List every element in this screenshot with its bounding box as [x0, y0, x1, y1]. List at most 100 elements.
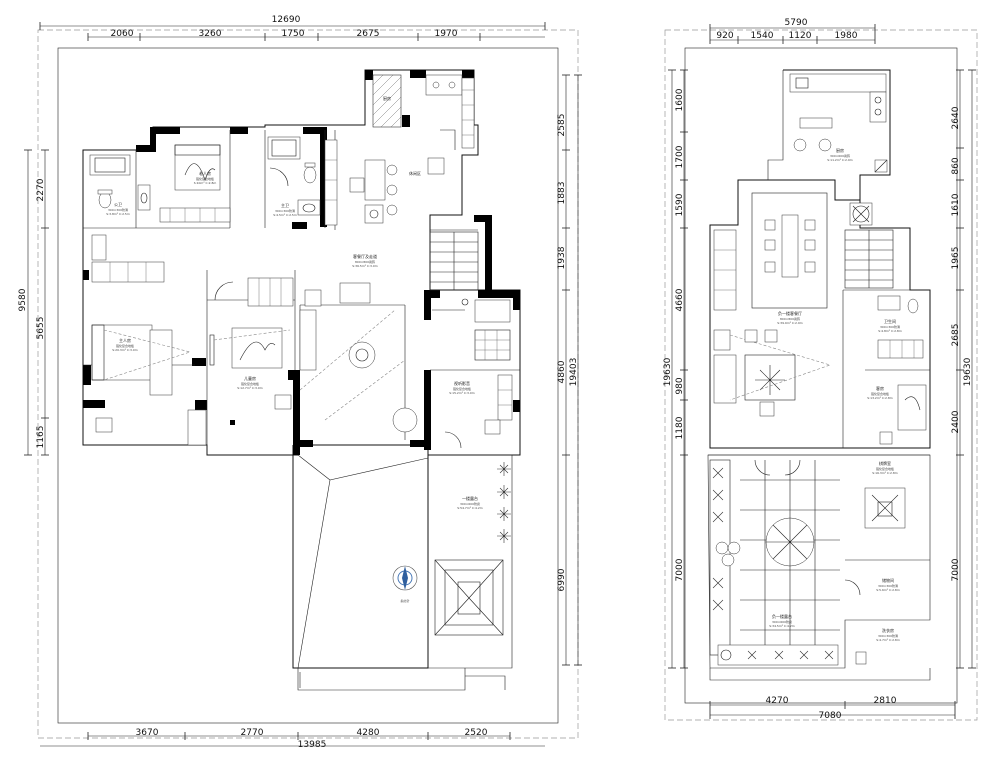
compass-icon: 指北针 — [392, 565, 418, 603]
left-room-labels: 老人房 强化复合地板 S:10m² C:2.8m 公卫 300×300防滑 S:… — [106, 95, 483, 510]
left-right-total-dim: 19403 — [569, 358, 579, 387]
left-right-dim-1: 2585 — [557, 114, 567, 137]
left-bottom-total-dim: 13985 — [298, 740, 327, 750]
right-left-dim-3: 1590 — [675, 193, 685, 216]
room-r-gongwei-floor: 300×300防滑 — [880, 324, 900, 329]
room-r-yule-area: S:16.3m² C:2.8m — [872, 471, 898, 475]
left-right-dimensions: 2585 1883 1938 4860 6990 19403 — [557, 74, 582, 666]
left-left-dimensions: 9580 2270 5655 1165 — [18, 149, 49, 456]
left-outer-frame — [37, 29, 579, 739]
left-yinshi-room — [432, 298, 513, 449]
room-r-canting-floor: 800×800瓷砖 — [780, 316, 800, 321]
right-top-dim-1: 920 — [716, 31, 733, 41]
room-keting-area: S:36.5m² C:3.0m — [352, 264, 378, 268]
right-right-dim-6: 2400 — [951, 410, 961, 433]
terrace-plants — [497, 462, 511, 543]
right-left-dim-2: 1700 — [675, 145, 685, 168]
right-right-dim-2: 860 — [951, 157, 961, 174]
left-terrace — [297, 454, 511, 669]
left-zhuwei-fixtures — [267, 136, 321, 216]
room-r-canting-area: S:39.9m² C:2.9m — [777, 321, 803, 325]
left-top-dim-4: 2675 — [357, 29, 380, 39]
right-right-dim-1: 2640 — [951, 106, 961, 129]
left-bottom-dim-1: 3670 — [136, 728, 159, 738]
right-left-total-dim: 19630 — [663, 357, 673, 386]
right-left-dim-5: 980 — [675, 377, 685, 394]
room-zhuwo-area: S:20.3m² C:3.0m — [112, 348, 138, 352]
left-top-dim-2: 3260 — [199, 29, 222, 39]
left-bottom-dimensions: 3670 2770 4280 2520 13985 — [40, 728, 545, 750]
right-top-dim-2: 1540 — [751, 31, 774, 41]
left-kitchen-hatch — [372, 74, 475, 149]
right-left-dim-6: 1180 — [675, 416, 685, 439]
right-top-dim-4: 1980 — [835, 31, 858, 41]
left-right-dim-2: 1883 — [557, 182, 567, 205]
left-right-dim-5: 6990 — [557, 568, 567, 591]
room-r-xiyi-floor: 300×300防滑 — [878, 633, 898, 638]
room-r-chufang-floor: 300×600瓷砖 — [830, 153, 850, 158]
room-r-yule-name: 棋牌室 — [879, 460, 891, 466]
left-left-dim-3: 1165 — [36, 426, 46, 449]
right-top-dimensions: 5790 920 1540 1120 1980 — [709, 18, 876, 44]
room-zhuwei-area: S:4.5m² C:2.5m — [273, 213, 297, 217]
room-laoren-name: 老人房 — [199, 170, 211, 176]
room-ertong-area: S:12.7m² C:3.0m — [237, 386, 263, 390]
left-bottom-dim-3: 4280 — [357, 728, 380, 738]
left-bottom-dim-2: 2770 — [241, 728, 264, 738]
right-left-dim-4: 4660 — [675, 288, 685, 311]
room-lutai-area: S:54.7m² C:4.2m — [457, 506, 483, 510]
right-left-dimensions: 1600 1700 1590 4660 980 1180 7000 19630 — [663, 69, 688, 669]
room-r-gongwei-area: S:4.8m² C:2.8m — [878, 329, 902, 333]
room-r-chucang-name: 储物间 — [882, 577, 894, 583]
right-living — [713, 329, 831, 417]
left-dining-area — [324, 129, 456, 226]
right-left-dim-7: 7000 — [675, 558, 685, 581]
left-right-dim-3: 1938 — [557, 246, 567, 269]
right-bottom-total-dim: 7080 — [819, 711, 842, 721]
right-top-dim-3: 1120 — [789, 31, 812, 41]
right-room-labels: 厨房 300×600瓷砖 S:11.2m² C:2.9m 负一楼客餐厅 800×… — [769, 147, 902, 642]
room-r-kefang-area: S:13.2m² C:2.8m — [867, 396, 893, 400]
room-r-chufang-name: 厨房 — [836, 147, 844, 153]
left-floor-plan: 12690 2060 3260 1750 2675 1970 3670 2770… — [18, 15, 582, 750]
room-yinshi-floor: 强化复合地板 — [453, 386, 471, 391]
right-side-rooms — [842, 289, 930, 448]
room-r-lutai-area: S:34.5m² C:4.2m — [769, 624, 795, 628]
left-walls — [83, 70, 520, 455]
room-keting-floor: 800×800瓷砖 — [355, 259, 375, 264]
room-zhuwei-name: 主卫 — [281, 202, 289, 208]
right-right-dim-7: 7000 — [951, 558, 961, 581]
left-top-dimensions: 12690 2060 3260 1750 2675 1970 — [39, 15, 546, 41]
right-inner-frame — [684, 47, 958, 704]
room-gongwei-area: S:3.8m² C:2.5m — [106, 212, 130, 216]
room-gongwei-floor: 300×300防滑 — [108, 207, 128, 212]
right-left-dim-1: 1600 — [675, 88, 685, 111]
left-living-center — [299, 282, 418, 433]
left-zhuwo-room — [91, 234, 215, 446]
room-r-chucang-floor: 300×300防滑 — [878, 583, 898, 588]
left-top-total-dim: 12690 — [272, 15, 301, 25]
room-r-chucang-area: S:5.6m² C:2.8m — [876, 588, 900, 592]
right-dining — [713, 192, 873, 311]
right-top-total-dim: 5790 — [785, 18, 808, 28]
right-bottom-dim-1: 4270 — [766, 696, 789, 706]
right-outer-frame — [664, 29, 978, 721]
compass-label: 指北针 — [400, 598, 409, 603]
left-laoren-bed — [159, 144, 231, 223]
left-ertong-room — [213, 277, 294, 410]
right-right-dimensions: 2640 860 1610 1965 2685 2400 7000 19630 — [951, 69, 976, 669]
room-ertong-floor: 强化复合地板 — [241, 381, 259, 386]
left-right-dim-4: 4860 — [557, 360, 567, 383]
room-laoren-area: S:10m² C:2.8m — [194, 181, 217, 185]
left-inner-frame — [57, 47, 559, 724]
left-top-dim-3: 1750 — [282, 29, 305, 39]
right-kitchen — [789, 73, 888, 173]
right-right-total-dim: 19630 — [963, 357, 973, 386]
room-keting-name: 客餐厅及走道 — [353, 253, 377, 259]
right-terrace — [709, 459, 930, 666]
room-r-canting-name: 负一楼客餐厅 — [778, 310, 802, 316]
right-stair — [844, 229, 894, 289]
room-zhuwo-floor: 强化复合地板 — [116, 343, 134, 348]
left-bath-fixtures — [89, 154, 151, 211]
right-right-dim-3: 1610 — [951, 193, 961, 216]
